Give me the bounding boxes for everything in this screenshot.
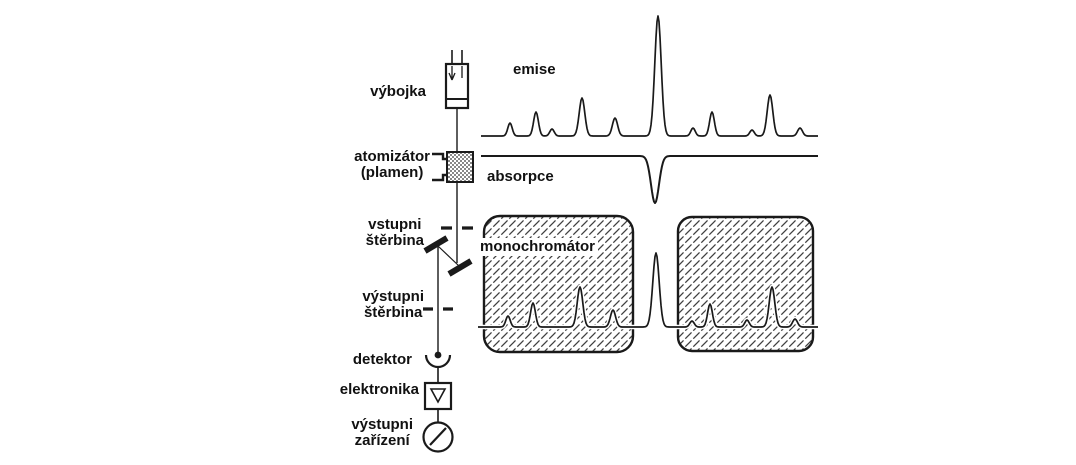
monochromator-blocked-region-right — [676, 215, 815, 353]
label-monochromator: monochromátor — [477, 238, 599, 256]
label-lamp: výbojka — [370, 83, 426, 100]
photodetector-icon — [424, 351, 452, 369]
mirror-icon — [423, 235, 473, 277]
label-detector: detektor — [352, 351, 412, 368]
flame-atomizer-icon — [432, 151, 474, 183]
absorption-spectrum-trace — [481, 155, 818, 204]
filtered-spectrum-trace — [478, 252, 818, 328]
emission-spectrum-trace — [481, 15, 818, 137]
label-entrance-slit: vstupni štěrbina — [365, 216, 424, 249]
label-exit-slit: výstupni štěrbina — [362, 288, 424, 321]
label-absorption: absorpce — [487, 168, 554, 185]
monochromator-blocked-region-left — [482, 214, 635, 354]
label-electronics: elektronika — [339, 381, 419, 398]
amplifier-icon — [423, 381, 453, 411]
discharge-lamp-icon — [444, 50, 470, 110]
meter-icon — [422, 421, 454, 453]
label-output-device: výstupni zařízení — [351, 416, 413, 449]
label-atomizer: atomizátor (plamen) — [354, 148, 430, 181]
light-beam-path — [437, 108, 460, 422]
label-emission: emise — [513, 61, 556, 78]
